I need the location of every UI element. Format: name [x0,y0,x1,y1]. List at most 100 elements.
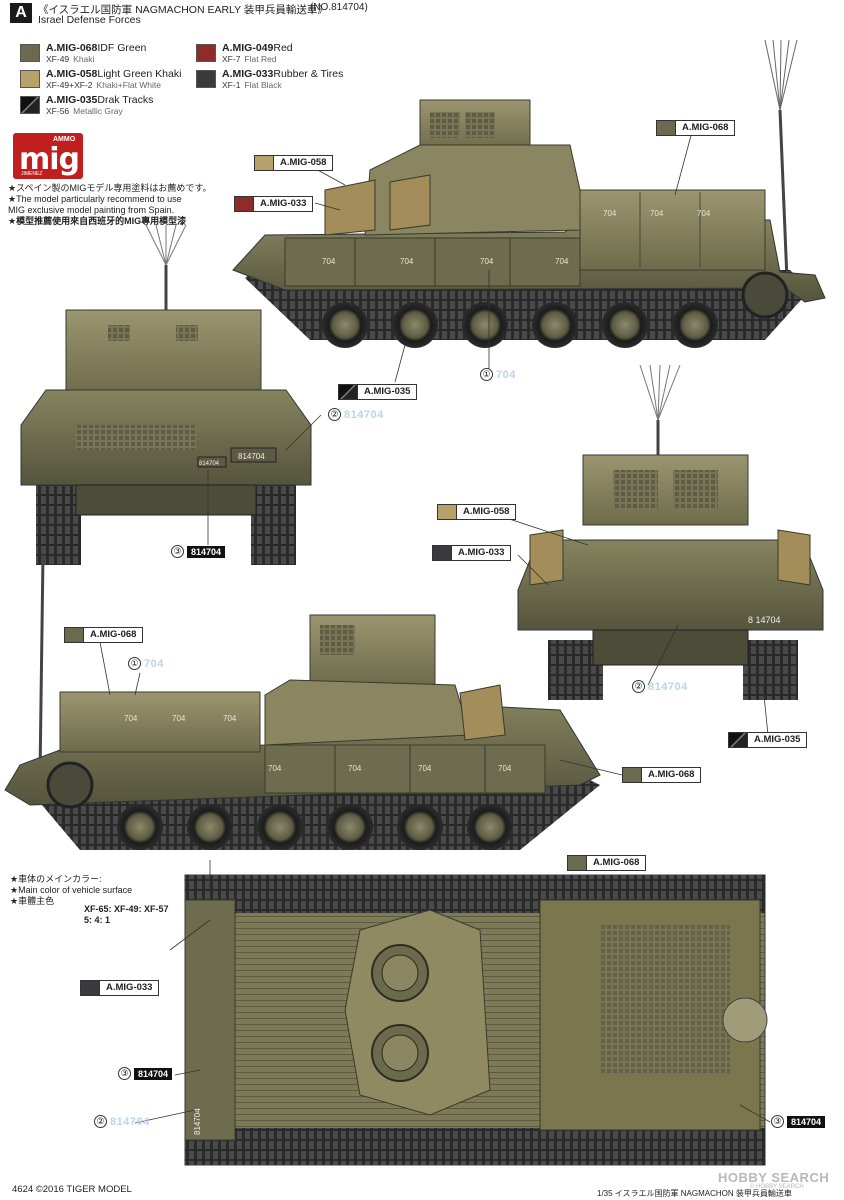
logo-ammo-text: AMMO [53,136,76,143]
decal-number: ③ [118,1067,131,1080]
legend-name: Rubber & Tires [273,68,344,80]
color-swatch [234,196,254,212]
decal-tag: ③ 814704 [771,1115,826,1128]
callout-label: A.MIG-068 [84,627,144,643]
rear-grill [76,425,196,450]
legend-xf-name: Metallic Gray [73,106,123,116]
color-mix: XF-65: XF-49: XF-57 5: 4: 1 [84,904,169,926]
main-color-note: ★車体のメインカラー: ★Main color of vehicle surfa… [10,874,132,907]
footer-copyright: 4624 ©2016 TIGER MODEL [12,1184,132,1195]
callout-label: A.MIG-068 [587,855,647,871]
color-swatch [338,384,358,400]
decal-text: 814704 [187,545,226,558]
track-bottom [185,1128,765,1165]
rear-box [579,189,766,271]
decal-tag: ② 814704 [328,408,384,421]
mix-ratio: 5: 4: 1 [84,915,111,925]
footer-product-name: 1/35 イスラエル国防軍 NAGMACHON 装甲兵員輸送車 [597,1189,792,1198]
decal-tag: ① 704 [480,368,516,381]
color-swatch [196,44,216,62]
lower-hull [75,484,257,516]
color-swatch [254,155,274,171]
legend-xf-name: Khaki+Flat White [96,80,162,90]
callout-label: A.MIG-033 [452,545,512,561]
svg-text:704: 704 [400,257,414,266]
callout-label: A.MIG-058 [457,504,517,520]
callout-mig-033-front: A.MIG-033 [432,545,512,561]
decal-tag: ③ 814704 [171,545,226,558]
leader-lines [134,860,771,1124]
callout-mig-068-left: A.MIG-068 [64,627,144,643]
decal-tag: ② 814704 [632,680,688,693]
legend-xf: XF-7 [222,54,241,64]
front-bin [324,179,376,236]
antenna-whip-icon [639,364,681,421]
decal-text: 704 [496,368,516,381]
callout-label: A.MIG-033 [254,196,314,212]
color-swatch [20,70,40,88]
side-skirts [284,237,581,287]
leader-lines [99,641,623,776]
leader-lines [207,414,322,545]
top-view: 814704 [134,860,771,1166]
mix-codes: XF-65: XF-49: XF-57 [84,904,169,914]
decal-text: 814704 [134,1067,173,1080]
paint-recommendation: ★スペイン製のMIGモデル専用塗料はお薦めです。 ★The model part… [8,183,238,227]
watermark: HOBBY SEARCH [718,1170,830,1185]
color-swatch [196,70,216,88]
callout-mig-033: A.MIG-033 [234,196,314,212]
decal-number: ① [128,657,141,670]
svg-text:704: 704 [268,764,282,773]
antenna-mast [778,109,789,281]
callout-mig-035-front: A.MIG-035 [728,732,808,748]
color-swatch [567,855,587,871]
svg-text:704: 704 [348,764,362,773]
decal-number: ③ [771,1115,784,1128]
rear-small-number: 814704 [199,461,220,467]
antenna-mast [38,554,45,776]
antenna-whip-icon [764,39,798,111]
callout-mig-035: A.MIG-035 [338,384,418,400]
svg-text:704: 704 [697,209,711,218]
rear-plate-number: 814704 [238,452,265,461]
callout-mig-058-front: A.MIG-058 [437,504,517,520]
svg-text:704: 704 [555,257,569,266]
road-wheels [322,271,789,348]
svg-text:704: 704 [124,714,138,723]
legend-name: IDF Green [97,42,147,54]
legend-xf: XF-1 [222,80,241,90]
logo-jimenez-text: JIMENEZ [21,171,43,177]
main-color-line: ★Main color of vehicle surface [10,885,133,895]
callout-label: A.MIG-068 [676,120,736,136]
side-bin [529,529,564,586]
color-swatch [728,732,748,748]
page-title: 《イスラエル国防軍 NAGMACHON EARLY 装甲兵員輸送車》 [38,4,328,16]
recommend-line: MIG exclusive model painting from Spain. [8,205,175,215]
decal-text: 814704 [110,1115,150,1128]
turret-box [65,309,262,396]
lower-hull [592,629,749,666]
legend-xf: XF-49 [46,54,70,64]
leader-lines [304,127,694,383]
front-plate [184,899,236,1141]
turret-box [582,454,749,526]
decal-number: ① [480,368,493,381]
svg-text:704: 704 [172,714,186,723]
callout-label: A.MIG-058 [274,155,334,171]
color-swatch [80,980,100,996]
callout-mig-068-top: A.MIG-068 [567,855,647,871]
callout-mig-058: A.MIG-058 [254,155,334,171]
legend-xf-name: Flat Red [244,54,277,64]
main-color-line: ★車體主色 [10,896,55,906]
decal-number: ② [632,680,645,693]
header: A 《イスラエル国防軍 NAGMACHON EARLY 装甲兵員輸送車》 (NO… [0,0,844,26]
main-color-line: ★車体のメインカラー: [10,874,102,884]
recommend-line: ★スペイン製のMIGモデル専用塗料はお薦めです。 [8,183,212,193]
grill-panel [465,112,495,138]
